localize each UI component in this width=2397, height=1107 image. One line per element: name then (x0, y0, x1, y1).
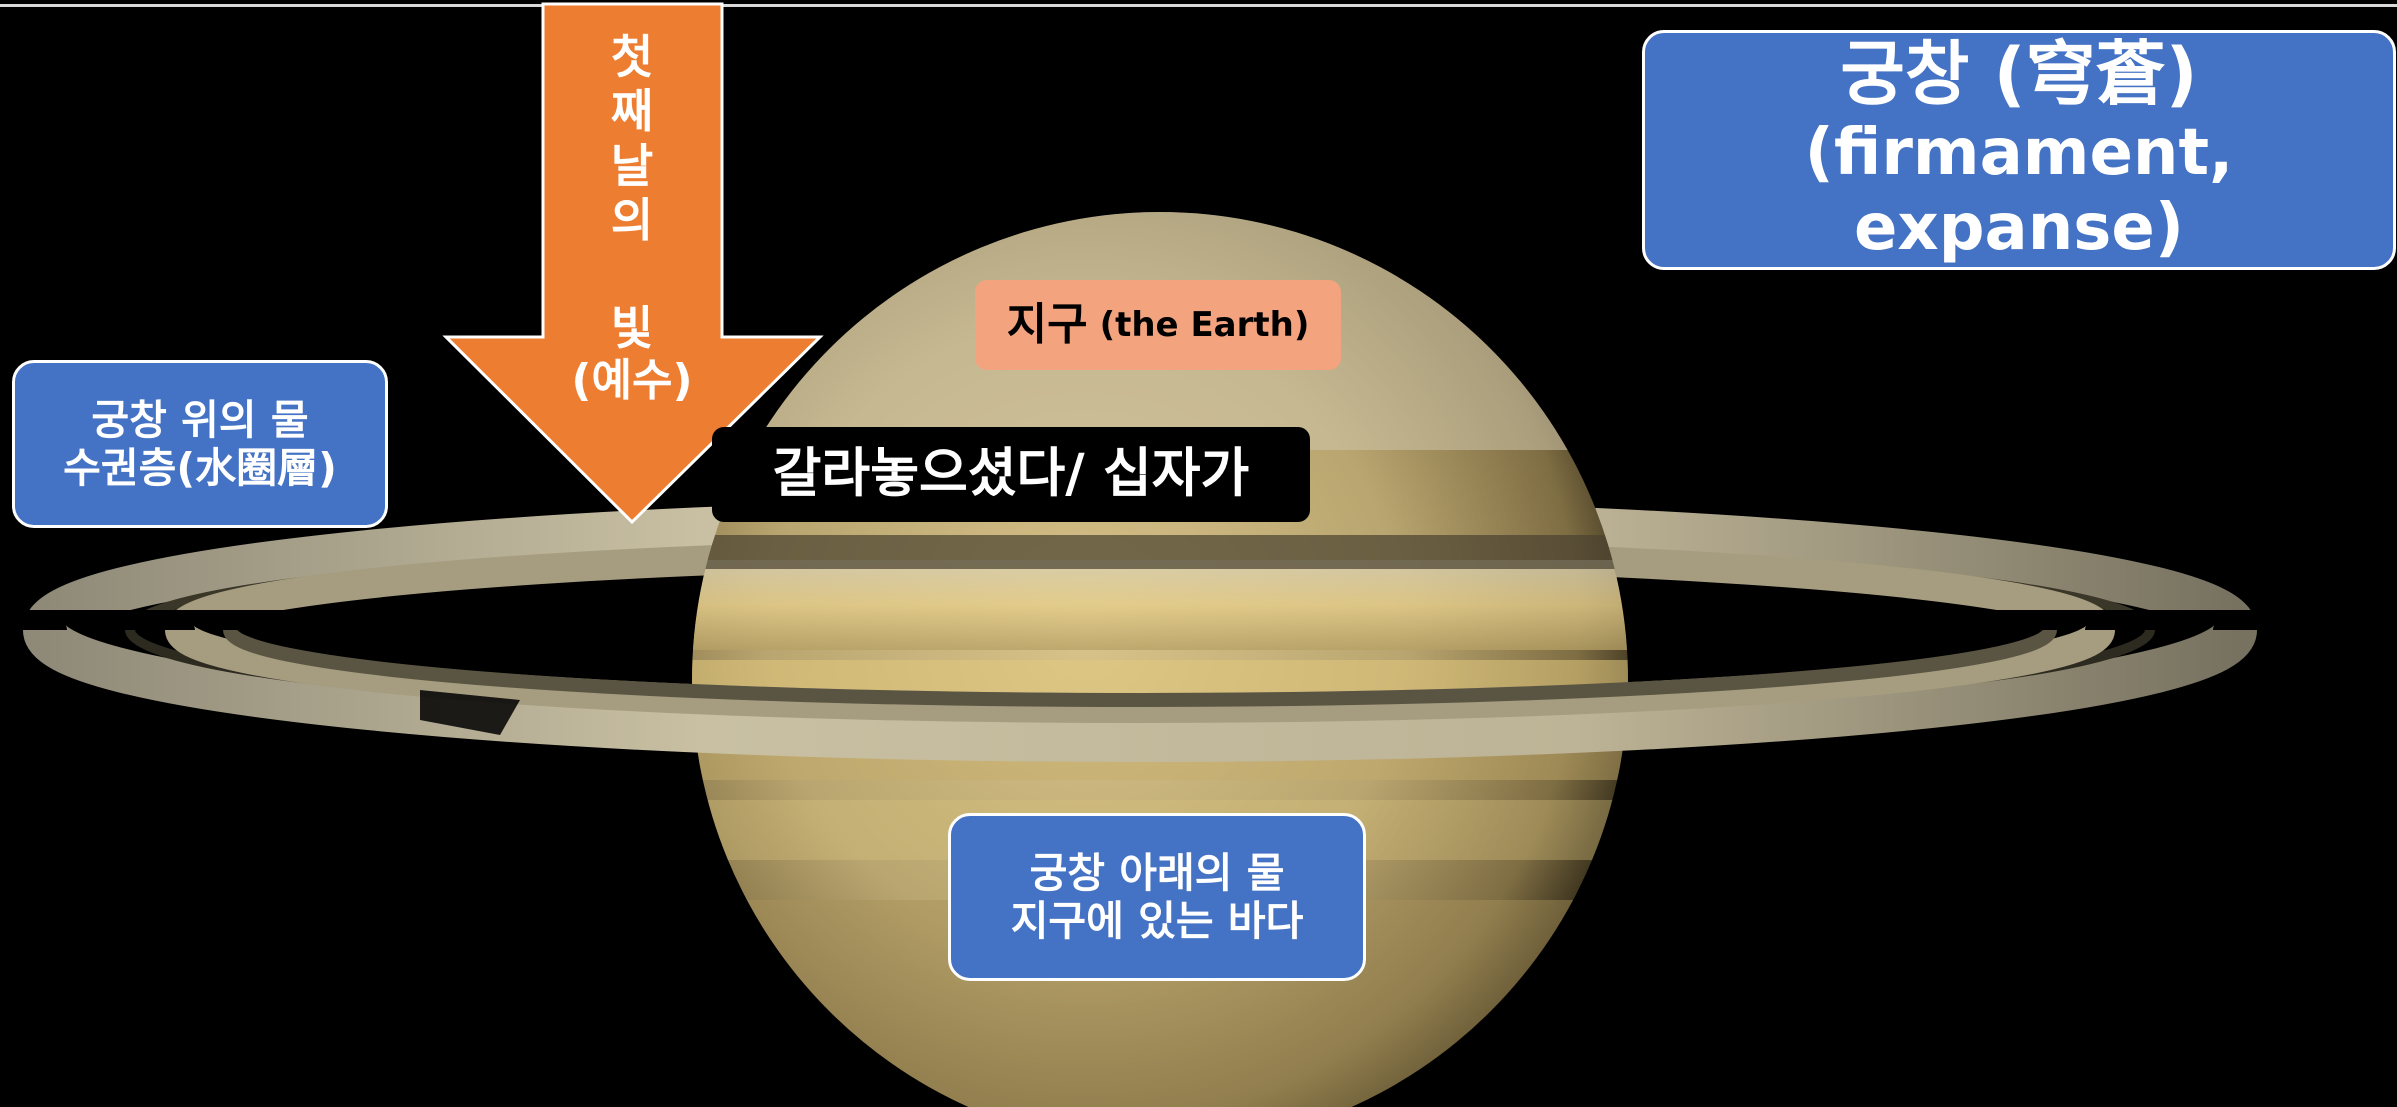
firmament-subtitle: (firmament, expanse) (1804, 115, 2234, 266)
waters-below-subtitle: 지구에 있는 바다 (1010, 897, 1304, 945)
first-day-light-label: 첫 째 날 의 빛 (예수) (557, 30, 707, 460)
waters-above-subtitle: 수권층(水圈層) (63, 444, 337, 492)
divided-cross-text: 갈라놓으셨다/ 십자가 (772, 443, 1250, 505)
earth-english: (the Earth) (1099, 304, 1310, 345)
earth-label-box: 지구 (the Earth) (975, 280, 1341, 370)
waters-above-box: 궁창 위의 물 수권층(水圈層) (12, 360, 388, 528)
waters-below-title: 궁창 아래의 물 (1029, 848, 1285, 897)
top-border-line (0, 4, 2397, 7)
waters-above-title: 궁창 위의 물 (91, 395, 309, 444)
ring-front (23, 623, 2257, 762)
waters-below-box: 궁창 아래의 물 지구에 있는 바다 (948, 813, 1366, 981)
firmament-title: 궁창 (穹蒼) (1840, 33, 2198, 116)
earth-korean: 지구 (1006, 299, 1088, 351)
jesus-label: (예수) (571, 355, 693, 407)
divided-cross-label: 갈라놓으셨다/ 십자가 (712, 427, 1310, 522)
firmament-box: 궁창 (穹蒼) (firmament, expanse) (1642, 30, 2396, 270)
